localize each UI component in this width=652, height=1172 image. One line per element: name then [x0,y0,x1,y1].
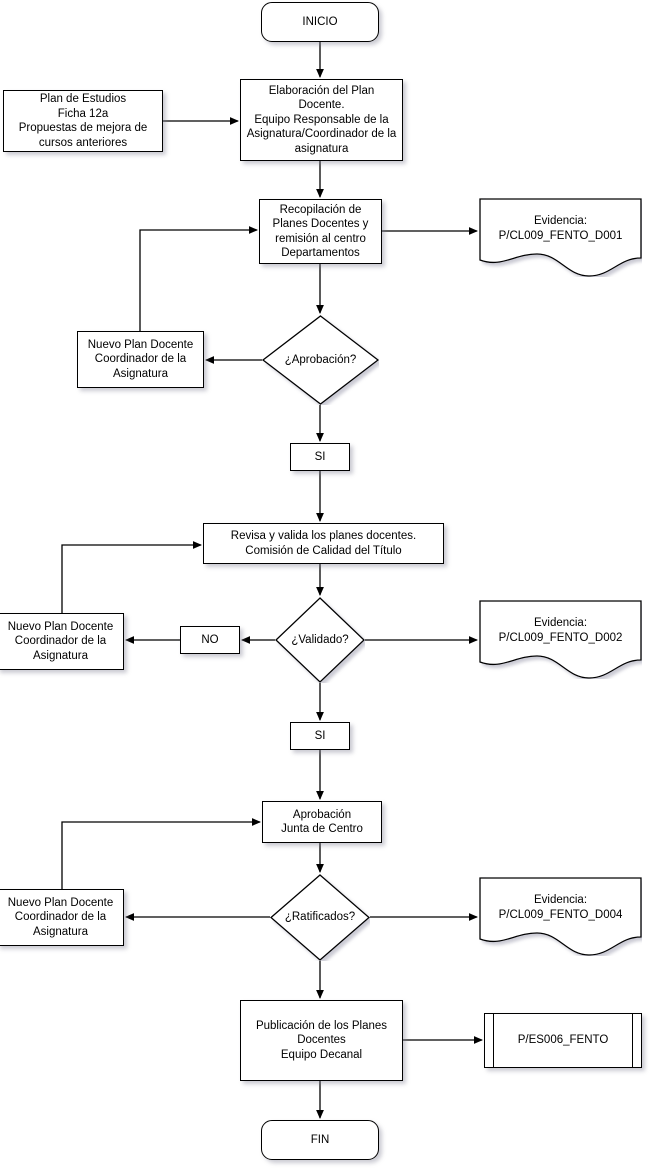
node-elaboracion-plan-docente[interactable]: Elaboración del Plan Docente. Equipo Res… [240,79,403,161]
node-label: SI [314,729,326,742]
node-label: Plan de Estudios Ficha 12a Propuestas de… [18,93,148,149]
document-shape-icon [479,877,642,956]
node-label: FIN [310,1133,330,1146]
node-evidencia-d001[interactable]: Evidencia: P/CL009_FENTO_D001 [479,198,642,277]
node-si-2[interactable]: SI [290,722,350,750]
diamond-shape-icon [262,315,379,405]
node-label: NO [201,633,219,646]
node-fin[interactable]: FIN [261,1120,379,1160]
node-label: Evidencia: P/CL009_FENTO_D001 [498,215,623,242]
node-no-1[interactable]: NO [180,626,240,654]
node-nuevo-plan-docente-1[interactable]: Nuevo Plan Docente Coordinador de la Asi… [77,331,204,388]
diamond-shape-icon [270,874,370,961]
node-si-1[interactable]: SI [290,443,350,471]
node-nuevo-plan-docente-2[interactable]: Nuevo Plan Docente Coordinador de la Asi… [0,613,124,670]
node-label: Publicación de los Planes Docentes Equip… [255,1019,388,1061]
node-inicio[interactable]: INICIO [261,2,379,42]
node-label: Revisa y valida los planes docentes. Com… [230,530,417,557]
node-label: Nuevo Plan Docente Coordinador de la Asi… [87,338,194,380]
node-decision-ratificados[interactable]: ¿Ratificados? [270,874,370,961]
edge-nuevoplan2-revisa [61,541,202,613]
node-label: Evidencia: P/CL009_FENTO_D004 [498,894,623,921]
node-nuevo-plan-docente-3[interactable]: Nuevo Plan Docente Coordinador de la Asi… [0,889,124,946]
node-label: P/ES006_FENTO [517,1034,609,1047]
node-plan-de-estudios[interactable]: Plan de Estudios Ficha 12a Propuestas de… [3,90,163,152]
node-label: Recopilación de Planes Docentes y remisi… [272,203,369,260]
node-label: ¿Ratificados? [284,911,356,924]
node-label: Nuevo Plan Docente Coordinador de la Asi… [7,620,114,662]
node-recopilacion-planes[interactable]: Recopilación de Planes Docentes y remisi… [259,199,382,264]
node-aprobacion-junta-centro[interactable]: Aprobación Junta de Centro [262,801,382,843]
node-label: ¿Aprobación? [284,353,357,366]
node-label: ¿Validado? [291,633,349,646]
node-label: INICIO [302,15,338,28]
document-shape-icon [479,600,642,679]
node-label: Nuevo Plan Docente Coordinador de la Asi… [7,896,114,938]
node-label: Aprobación Junta de Centro [281,808,363,836]
node-publicacion-planes[interactable]: Publicación de los Planes Docentes Equip… [240,1000,403,1081]
node-evidencia-d004[interactable]: Evidencia: P/CL009_FENTO_D004 [479,877,642,956]
node-p-es006-fento[interactable]: P/ES006_FENTO [484,1013,642,1068]
node-decision-validado[interactable]: ¿Validado? [275,597,365,683]
node-label: SI [314,450,326,463]
document-shape-icon [479,198,642,277]
node-evidencia-d002[interactable]: Evidencia: P/CL009_FENTO_D002 [479,600,642,679]
edge-nuevoplan1-recopilacion [139,226,258,331]
edge-nuevoplan3-junta [61,818,261,889]
node-label: Elaboración del Plan Docente. Equipo Res… [246,84,397,155]
node-revisa-valida-planes[interactable]: Revisa y valida los planes docentes. Com… [203,523,444,564]
node-decision-aprobacion[interactable]: ¿Aprobación? [262,315,379,405]
node-label: Evidencia: P/CL009_FENTO_D002 [498,617,623,644]
diamond-shape-icon [275,597,365,683]
